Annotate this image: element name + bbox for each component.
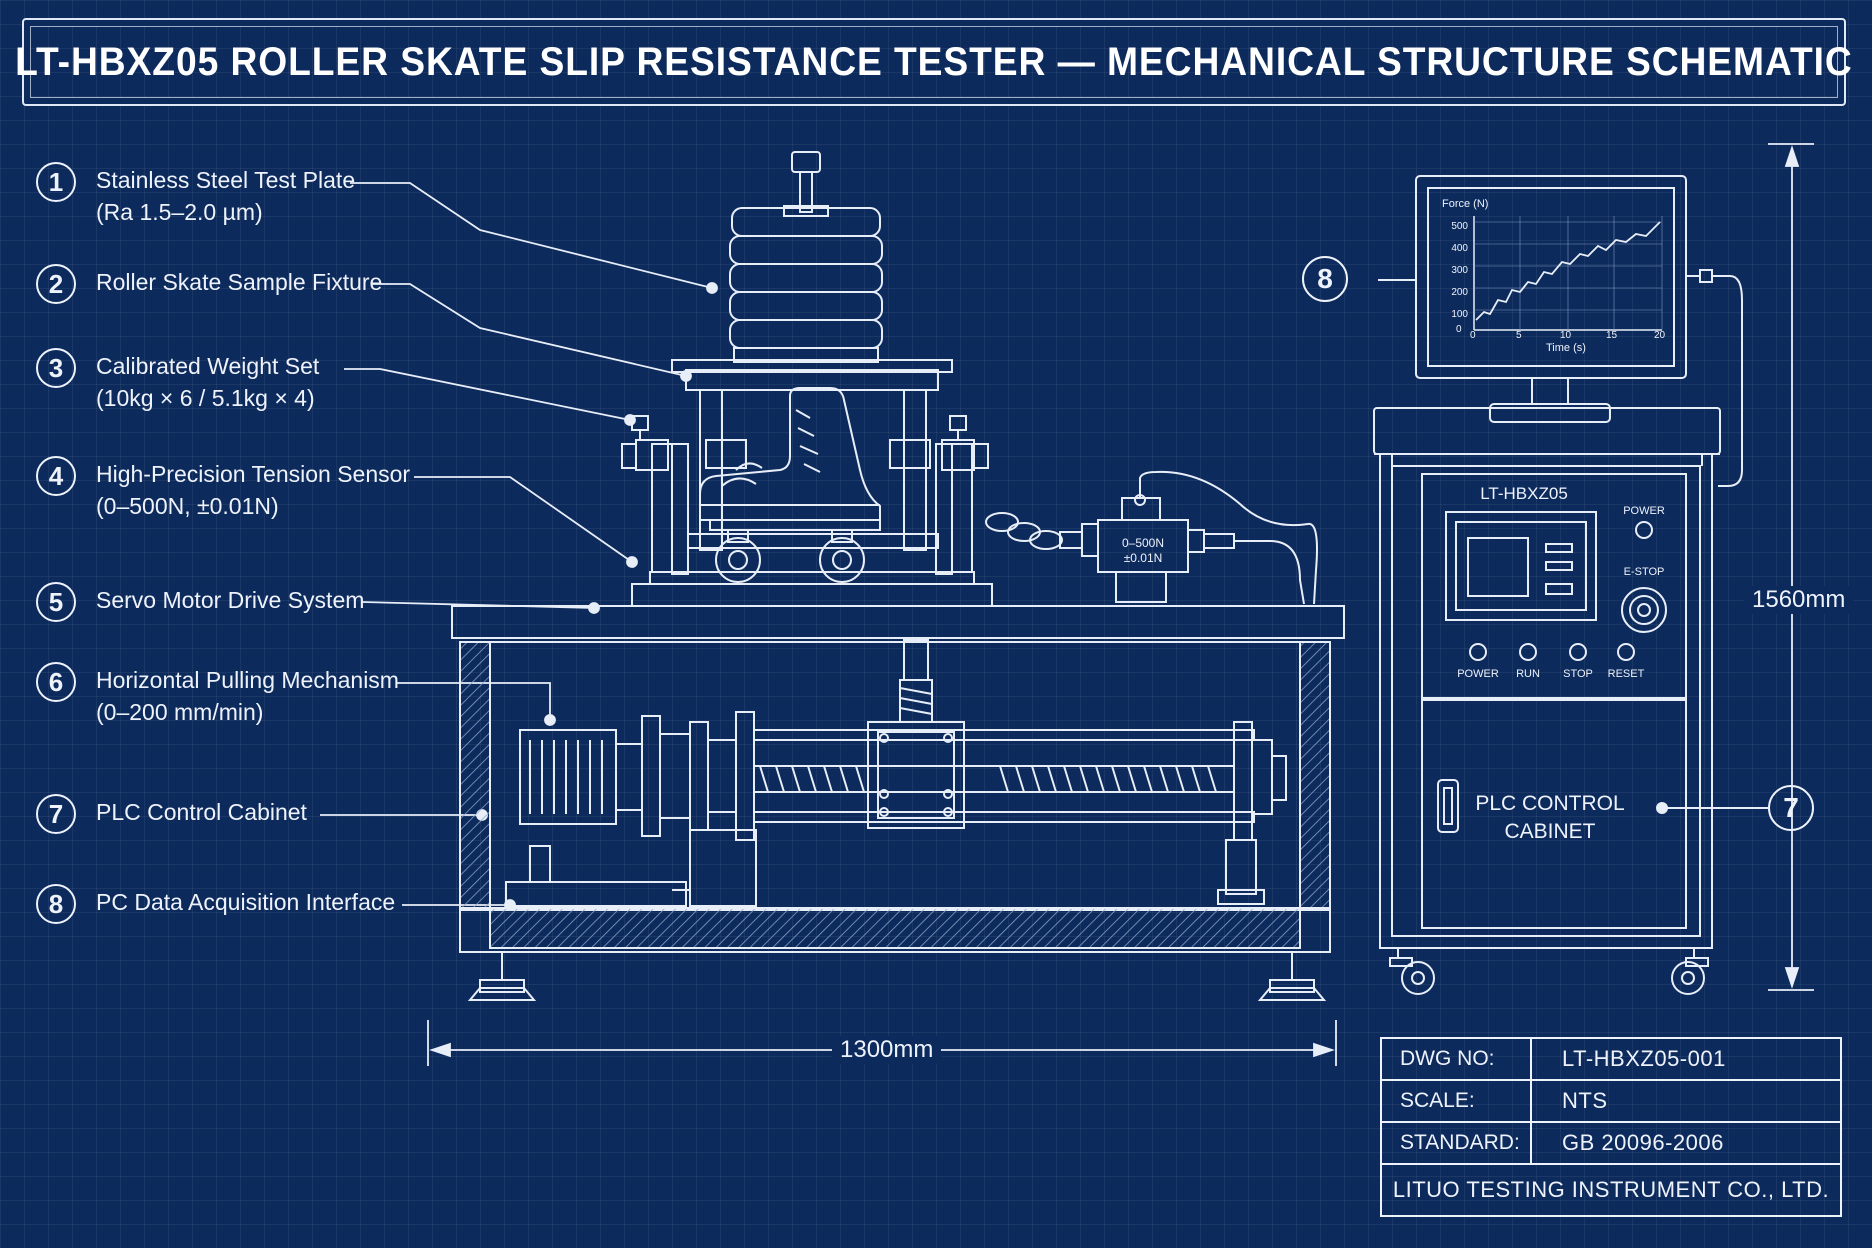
callout-number: 1 [36,162,76,202]
title-block-company: LITUO TESTING INSTRUMENT CO., LTD. [1392,1177,1830,1202]
title-banner: LT-HBXZ05 ROLLER SKATE SLIP RESISTANCE T… [15,18,1852,106]
callout-number: 2 [36,264,76,304]
ytick: 200 [1451,287,1468,298]
callout-horizontal-pulling-mechanism: 6 Horizontal Pulling Mechanism (0–200 mm… [36,662,399,728]
ytick: 100 [1451,309,1468,320]
title-block-value: GB 20096-2006 [1562,1130,1724,1155]
xtick: 15 [1606,330,1618,341]
title-block-value: LT-HBXZ05-001 [1562,1046,1726,1071]
sensor-label: 0–500N ±0.01N [1100,536,1186,566]
sensor-accuracy: ±0.01N [1123,551,1163,565]
callout-pc-data-acquisition-interface: 8 PC Data Acquisition Interface [36,884,395,924]
callout-number: 5 [36,582,76,622]
page-title: LT-HBXZ05 ROLLER SKATE SLIP RESISTANCE T… [15,39,1853,84]
xtick: 0 [1470,330,1476,341]
xtick: 5 [1516,330,1522,341]
callout-label: High-Precision Tension Sensor [96,461,411,487]
callout-roller-skate-sample-fixture: 2 Roller Skate Sample Fixture [36,264,382,304]
drawing-title-block: DWG NO: LT-HBXZ05-001 SCALE: NTS STANDAR… [1380,1037,1842,1217]
dimension-height: 1560mm [1744,586,1854,614]
title-block-row: SCALE: NTS [1382,1081,1840,1123]
sensor-range: 0–500N [1121,536,1165,550]
callout-number: 7 [36,794,76,834]
cabinet-power-label: POWER [1623,505,1665,517]
table-frame [451,605,1345,1001]
ytick: 300 [1451,265,1468,276]
title-block-row: STANDARD: GB 20096-2006 [1382,1123,1840,1165]
callout-plc-control-cabinet: 7 PLC Control Cabinet [36,794,307,834]
callout-cabinet-number: 7 [1768,785,1814,831]
callout-sub: (Ra 1.5–2.0 µm) [96,199,263,225]
callout-calibrated-weight-set: 3 Calibrated Weight Set (10kg × 6 / 5.1k… [36,348,319,414]
cabinet-model-label: LT-HBXZ05 [1480,484,1568,503]
button-label-run: RUN [1516,668,1540,680]
callout-number: 4 [36,456,76,496]
monitor-chart-xlabel: Time (s) [1546,342,1586,354]
callout-label: Horizontal Pulling Mechanism [96,667,399,693]
callout-servo-motor-drive-system: 5 Servo Motor Drive System [36,582,364,622]
callout-monitor-number: 8 [1302,256,1348,302]
xtick: 10 [1560,330,1572,341]
ytick-zero: 0 [1456,324,1462,335]
xtick: 20 [1654,330,1666,341]
callout-sub: (0–200 mm/min) [96,699,264,725]
callout-label: Calibrated Weight Set [96,353,320,379]
callout-label: Roller Skate Sample Fixture [96,269,383,295]
title-block-key: DWG NO: [1382,1039,1532,1079]
fixture-assembly [621,359,993,607]
callout-label: Stainless Steel Test Plate [96,167,356,193]
dimension-width: 1300mm [832,1036,942,1064]
cabinet-door-line1: PLC CONTROL [1475,792,1625,815]
button-label-reset: RESET [1607,668,1645,680]
callout-stainless-steel-test-plate: 1 Stainless Steel Test Plate (Ra 1.5–2.0… [36,162,355,228]
sensor-assembly [985,470,1318,605]
control-cabinet [1373,279,1768,995]
callout-number: 8 [36,884,76,924]
button-label-stop: STOP [1563,668,1593,680]
weight-stack [729,151,883,363]
callout-high-precision-tension-sensor: 4 High-Precision Tension Sensor (0–500N,… [36,456,410,522]
monitor-chart-yticks: 500 400 300 200 100 [1442,216,1468,326]
callout-sub: (0–500N, ±0.01N) [96,493,279,519]
callout-label: PLC Control Cabinet [96,799,307,825]
drive-assembly [505,639,1287,907]
title-block-key: STANDARD: [1382,1123,1532,1163]
callout-sub: (10kg × 6 / 5.1kg × 4) [96,385,315,411]
leader-lines [320,182,718,911]
monitor [1415,175,1743,487]
cabinet-estop-label: E-STOP [1623,566,1665,578]
cabinet-door-label: PLC CONTROL CABINET [1470,790,1630,846]
title-block-key: SCALE: [1382,1081,1532,1121]
title-block-value: NTS [1562,1088,1608,1113]
cabinet-door-line2: CABINET [1504,820,1596,843]
ytick: 500 [1451,221,1468,232]
callout-label: PC Data Acquisition Interface [96,889,396,915]
callout-number: 6 [36,662,76,702]
callout-label: Servo Motor Drive System [96,587,365,613]
button-label-power: POWER [1457,668,1499,680]
title-block-row: DWG NO: LT-HBXZ05-001 [1382,1039,1840,1081]
monitor-chart-ylabel: Force (N) [1442,198,1489,210]
ytick: 400 [1451,243,1468,254]
callout-number: 3 [36,348,76,388]
